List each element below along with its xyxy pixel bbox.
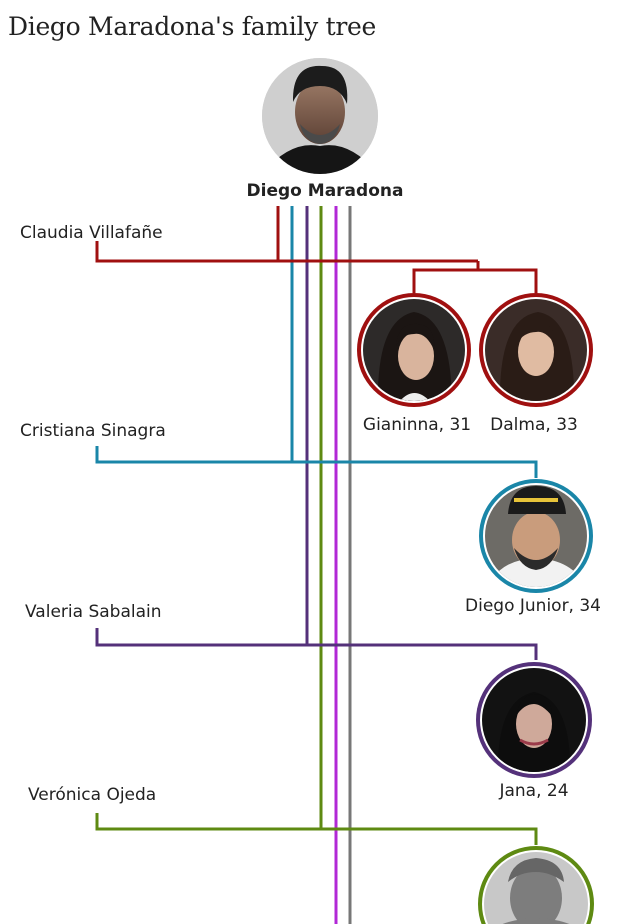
partner-label-cristiana: Cristiana Sinagra [20, 421, 166, 441]
placeholder-silhouette-icon [478, 846, 594, 924]
gianinna-photo [357, 293, 471, 407]
root-name-label: Diego Maradona [246, 181, 404, 201]
child-label-diego-junior: Diego Junior, 34 [465, 596, 601, 616]
branch-cristiana [95, 446, 538, 478]
child-label-dalma: Dalma, 33 [490, 415, 578, 435]
child-label-gianinna: Gianinna, 31 [362, 415, 472, 435]
page-title: Diego Maradona's family tree [8, 12, 377, 41]
branch-claudia [95, 241, 538, 293]
dalma-photo [479, 293, 593, 407]
descent-lines [276, 206, 352, 924]
partner-label-claudia: Claudia Villafañe [20, 223, 163, 243]
branch-valeria [95, 628, 538, 660]
branch-veronica [95, 813, 538, 845]
diego-junior-photo [479, 479, 593, 593]
jana-photo [476, 662, 592, 778]
diego-maradona-photo [262, 58, 378, 174]
child-label-jana: Jana, 24 [499, 781, 569, 801]
partner-label-veronica: Verónica Ojeda [28, 785, 157, 805]
partner-label-valeria: Valeria Sabalain [25, 602, 162, 622]
